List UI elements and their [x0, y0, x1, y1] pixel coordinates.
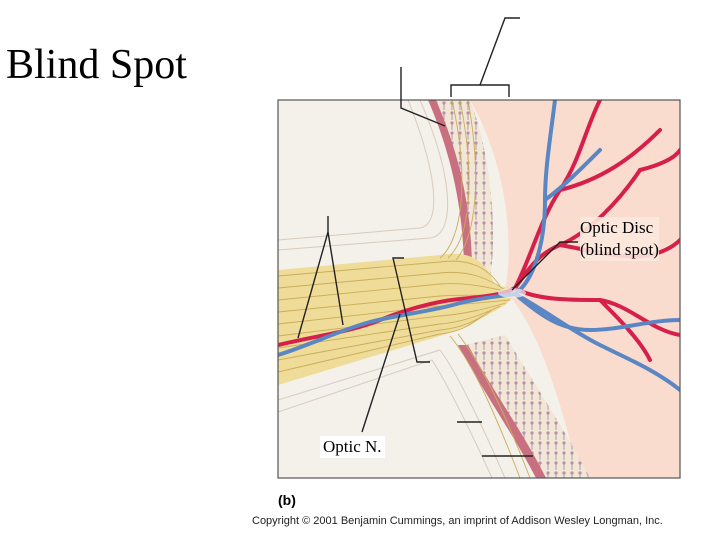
optic-disc-label-line2: (blind spot) — [580, 240, 659, 260]
slide-title: Blind Spot — [6, 42, 187, 88]
nerve-sheath-lines — [278, 100, 506, 478]
panel-letter: (b) — [278, 492, 296, 508]
pigment-layer-upper — [428, 100, 472, 272]
eye-interior — [470, 100, 680, 478]
copyright-notice: Copyright © 2001 Benjamin Cummings, an i… — [252, 515, 663, 527]
retina-lower — [466, 335, 590, 478]
optic-disc-label: Optic Disc (blind spot) — [580, 217, 659, 262]
optic-disc-cup — [498, 288, 526, 298]
optic-nerve-label: Optic N. — [320, 436, 385, 459]
leader-lines — [297, 17, 578, 457]
optic-disc-label-line1: Optic Disc — [580, 218, 654, 237]
diagram-frame — [277, 99, 681, 479]
